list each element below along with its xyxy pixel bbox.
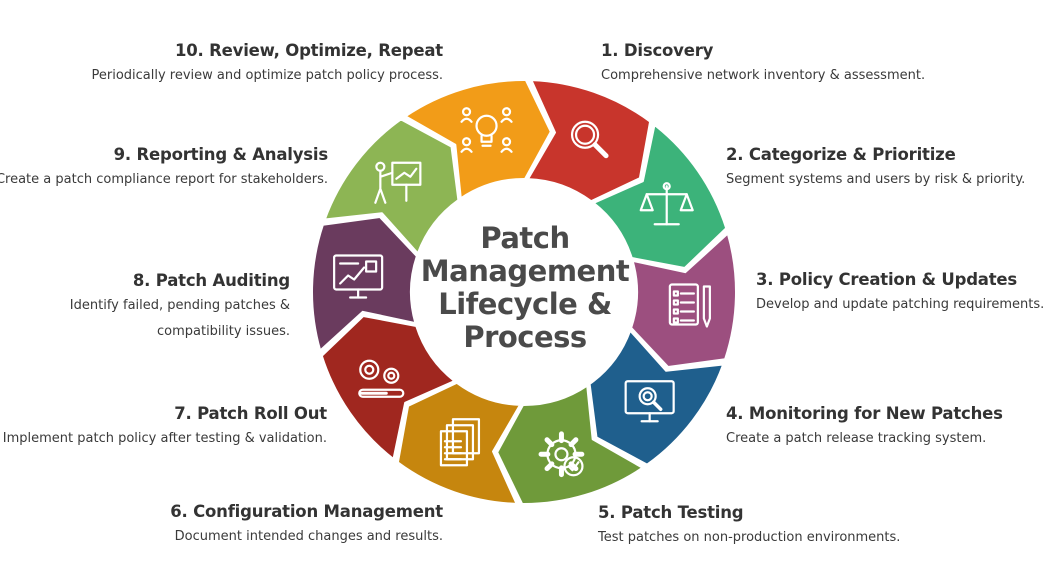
step-description: Segment systems and users by risk & prio… xyxy=(726,172,1026,187)
center-title: Patch Management Lifecycle & Process xyxy=(420,221,630,354)
step-3-label: 3. Policy Creation & Updates Develop and… xyxy=(756,270,1044,318)
step-description: Comprehensive network inventory & assess… xyxy=(601,68,926,83)
step-10-label: 10. Review, Optimize, Repeat Periodicall… xyxy=(92,41,444,89)
step-8-label: 8. Patch Auditing Identify failed, pendi… xyxy=(70,271,290,345)
step-2-label: 2. Categorize & Prioritize Segment syste… xyxy=(726,145,1025,193)
checklist-icon xyxy=(668,283,711,328)
step-title: 7. Patch Roll Out xyxy=(174,404,327,423)
center-disc xyxy=(411,179,637,405)
step-description: Implement patch policy after testing & v… xyxy=(2,431,327,446)
dashboard-monitor-icon xyxy=(333,254,384,299)
step-title: 5. Patch Testing xyxy=(598,503,744,522)
step-description: Create a patch compliance report for sta… xyxy=(0,172,328,187)
step-description: Periodically review and optimize patch p… xyxy=(91,68,444,83)
step-title: 2. Categorize & Prioritize xyxy=(726,145,956,164)
step-description-line-1: Identify failed, pending patches & xyxy=(69,298,290,313)
gear-check-icon xyxy=(538,431,585,478)
step-description: Test patches on non-production environme… xyxy=(598,530,901,545)
step-description: Document intended changes and results. xyxy=(174,529,443,544)
step-title: 3. Policy Creation & Updates xyxy=(756,270,1018,289)
step-title: 10. Review, Optimize, Repeat xyxy=(174,41,443,60)
step-5-label: 5. Patch Testing Test patches on non-pro… xyxy=(598,503,900,551)
step-6-label: 6. Configuration Management Document int… xyxy=(170,502,443,550)
step-description-line-2: compatibility issues. xyxy=(156,324,290,339)
step-description: Develop and update patching requirements… xyxy=(756,297,1045,312)
step-title: 6. Configuration Management xyxy=(170,502,443,521)
step-1-label: 1. Discovery Comprehensive network inven… xyxy=(601,41,925,89)
step-title: 1. Discovery xyxy=(601,41,714,60)
step-title: 4. Monitoring for New Patches xyxy=(726,404,1003,423)
magnifier-icon xyxy=(570,120,609,159)
monitor-search-icon xyxy=(624,380,675,423)
step-7-label: 7. Patch Roll Out Implement patch policy… xyxy=(3,404,327,452)
gears-progress-icon xyxy=(358,359,405,398)
step-9-label: 9. Reporting & Analysis Create a patch c… xyxy=(0,145,328,193)
step-4-label: 4. Monitoring for New Patches Create a p… xyxy=(726,404,1003,452)
presenter-chart-icon xyxy=(374,161,422,204)
step-title: 8. Patch Auditing xyxy=(132,271,290,290)
step-description: Create a patch release tracking system. xyxy=(726,431,987,446)
step-title: 9. Reporting & Analysis xyxy=(113,145,329,164)
scale-icon xyxy=(639,182,694,226)
documents-icon xyxy=(439,418,481,467)
lightbulb-team-icon xyxy=(460,107,513,153)
